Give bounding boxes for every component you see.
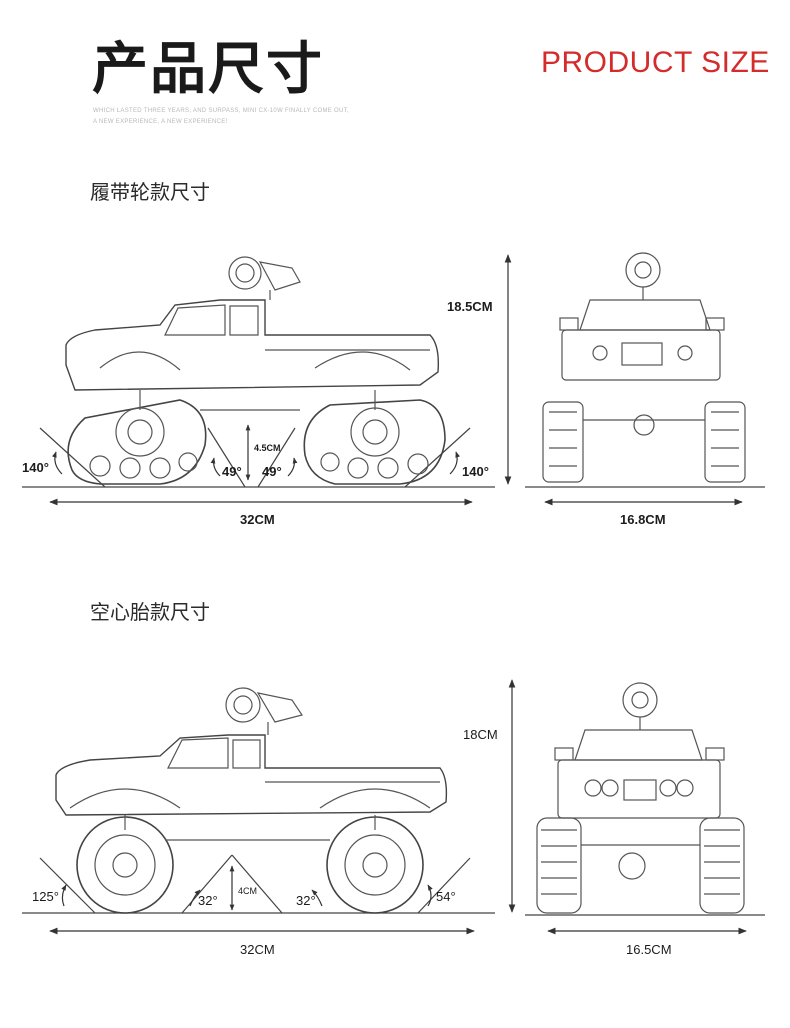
track-height-label: 18.5CM	[447, 299, 493, 314]
tire-ramp-angle-left: 32°	[198, 893, 218, 908]
tagline-line-1: WHICH LASTED THREE YEARS, AND SURPASS, M…	[93, 108, 349, 114]
tire-version-title: 空心胎款尺寸	[90, 600, 210, 624]
tire-side-view	[22, 687, 495, 914]
page-title-english: PRODUCT SIZE	[541, 46, 770, 79]
track-length-label: 32CM	[240, 512, 275, 527]
track-version-title: 履带轮款尺寸	[90, 180, 210, 204]
track-ramp-angle-right: 49°	[262, 464, 282, 479]
track-side-view	[22, 256, 495, 488]
tire-ramp-angle-right: 32°	[296, 893, 316, 908]
tire-departure-angle: 54°	[436, 889, 456, 904]
track-front-view	[525, 252, 765, 488]
tire-height-label: 18CM	[463, 727, 498, 742]
track-approach-angle: 140°	[22, 460, 49, 475]
track-clearance-label: 4.5CM	[254, 443, 281, 453]
page-title: 产品尺寸	[92, 37, 324, 102]
tire-front-view	[525, 682, 765, 916]
track-ramp-angle-left: 49°	[222, 464, 242, 479]
tire-length-label: 32CM	[240, 942, 275, 957]
track-departure-angle: 140°	[462, 464, 489, 479]
tire-clearance-label: 4CM	[238, 886, 258, 896]
tire-approach-angle: 125°	[32, 889, 59, 904]
track-width-label: 16.8CM	[620, 512, 666, 527]
tire-width-label: 16.5CM	[626, 942, 672, 957]
tagline-line-2: A NEW EXPERIENCE, A NEW EXPERIENCE!	[93, 119, 228, 125]
